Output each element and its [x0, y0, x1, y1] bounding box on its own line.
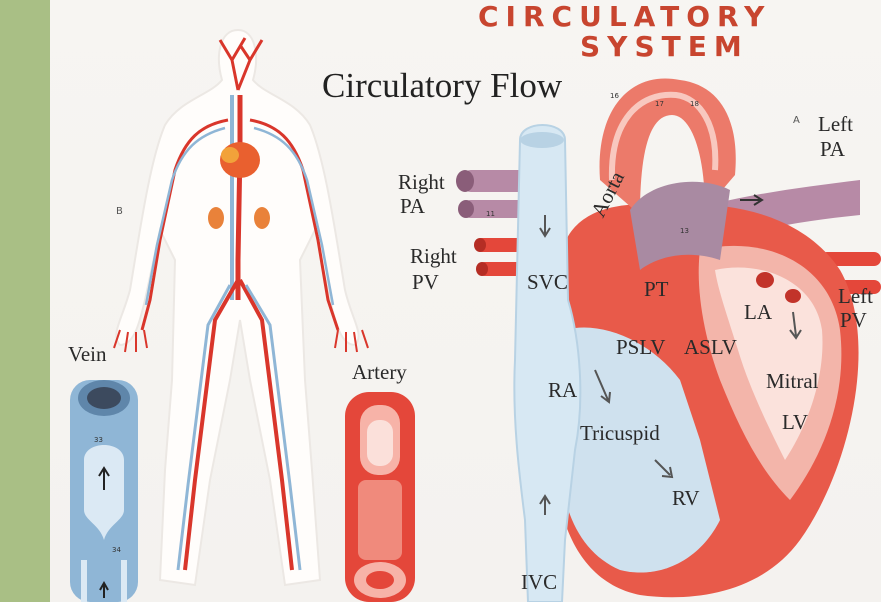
- label-right-pa-line2: PA: [400, 194, 425, 219]
- label-right-pa-line1: Right: [398, 170, 445, 195]
- heart-diagram: [456, 78, 881, 602]
- number-13: 13: [680, 227, 689, 235]
- label-pslv: PSLV: [616, 335, 665, 360]
- artery-illustration: [345, 392, 415, 602]
- label-left-pa-line1: Left: [818, 112, 853, 137]
- number-33: 33: [94, 436, 103, 444]
- label-artery: Artery: [352, 360, 407, 385]
- vein-illustration: [70, 380, 138, 602]
- label-tricuspid: Tricuspid: [580, 421, 660, 446]
- panel-letter-b: B: [116, 206, 123, 217]
- label-aslv: ASLV: [684, 335, 737, 360]
- panel-letter-a: A: [793, 115, 800, 126]
- number-11: 11: [486, 210, 495, 218]
- number-18: 18: [690, 100, 699, 108]
- label-rv: RV: [672, 486, 700, 511]
- title-line-2: SYSTEM: [580, 30, 749, 63]
- label-lv: LV: [782, 410, 808, 435]
- label-ra: RA: [548, 378, 577, 403]
- label-la: LA: [744, 300, 772, 325]
- label-left-pv-line2: PV: [840, 308, 867, 333]
- label-left-pv-line1: Left: [838, 284, 873, 309]
- label-mitral: Mitral: [766, 369, 819, 394]
- body-figure: [114, 30, 368, 585]
- label-pt: PT: [644, 277, 669, 302]
- label-svc: SVC: [527, 270, 568, 295]
- number-16: 16: [610, 92, 619, 100]
- label-vein: Vein: [68, 342, 107, 367]
- label-right-pv-line1: Right: [410, 244, 457, 269]
- number-17: 17: [655, 100, 664, 108]
- number-34: 34: [112, 546, 121, 554]
- label-left-pa-line2: PA: [820, 137, 845, 162]
- label-right-pv-line2: PV: [412, 270, 439, 295]
- subtitle: Circulatory Flow: [322, 66, 562, 106]
- label-ivc: IVC: [521, 570, 557, 595]
- title-line-1: CIRCULATORY: [478, 0, 771, 33]
